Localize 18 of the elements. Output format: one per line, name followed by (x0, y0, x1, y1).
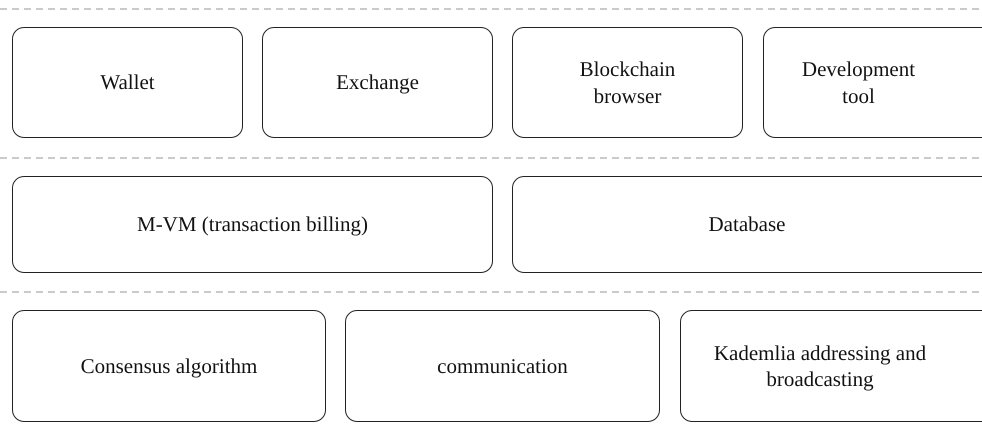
component-label: Blockchain browser (578, 56, 676, 109)
component-label: M-VM (transaction billing) (137, 211, 368, 238)
component-label: Kademlia addressing and broadcasting (712, 340, 928, 392)
layer-component-box (345, 310, 660, 422)
layer-component-box (12, 310, 326, 422)
layer-component-box (12, 27, 243, 138)
component-label: Consensus algorithm (80, 352, 258, 380)
layer-component-box (512, 176, 982, 273)
component-label: Wallet (100, 69, 155, 96)
layer-component-box (763, 27, 982, 138)
component-label: Development tool (800, 56, 916, 109)
layer-component-box (680, 310, 982, 422)
layer-component-box (262, 27, 493, 138)
layer-component-box (12, 176, 493, 273)
layer-component-box (512, 27, 743, 138)
component-label: Database (708, 211, 786, 238)
component-label: communication (437, 352, 568, 380)
component-label: Exchange (336, 69, 419, 96)
